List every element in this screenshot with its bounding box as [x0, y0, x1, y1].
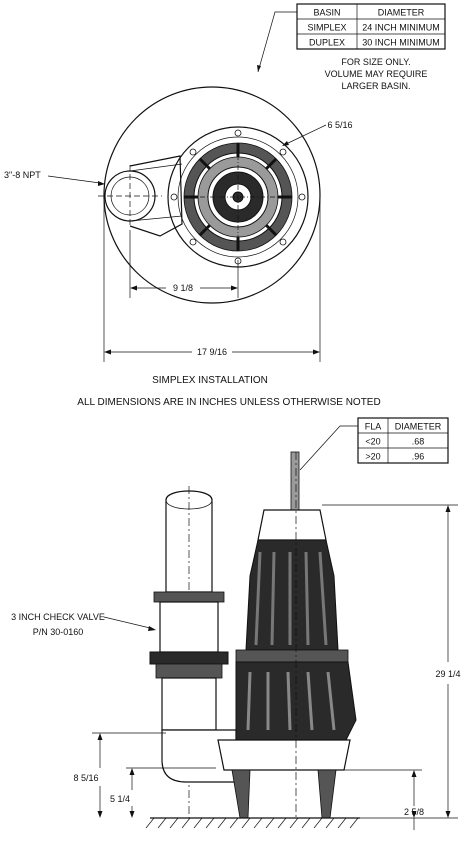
arrowhead [257, 65, 261, 72]
dim-center-distance: 9 1/8 [129, 230, 239, 298]
check-valve [149, 591, 229, 731]
discharge-elbow [161, 729, 237, 783]
fla-table-header-fla: FLA [365, 422, 382, 432]
basin-table-header-basin: BASIN [313, 8, 340, 18]
fla-table: FLA DIAMETER <20 .68 >20 .96 [357, 417, 449, 464]
dim-label: 5 1/4 [110, 794, 130, 804]
valve-leader-line [103, 616, 151, 629]
basin-note-line: VOLUME MAY REQUIRE [325, 69, 428, 79]
fla-table-cell: .96 [412, 452, 425, 462]
basin-leader-line [257, 11, 297, 73]
arrowhead [282, 141, 289, 146]
basin-table-header-diameter: DIAMETER [378, 8, 425, 18]
basin-size-note: FOR SIZE ONLY. VOLUME MAY REQUIRE LARGER… [325, 57, 428, 91]
units-note: ALL DIMENSIONS ARE IN INCHES UNLESS OTHE… [77, 397, 380, 408]
arrowhead [98, 181, 105, 186]
floor-hatch [145, 817, 360, 829]
basin-table-cell: 24 INCH MINIMUM [362, 23, 440, 33]
dim-inlet-height: 5 1/4 [110, 767, 216, 818]
installation-caption: SIMPLEX INSTALLATION [152, 375, 268, 386]
basin-table: BASIN DIAMETER SIMPLEX 24 INCH MINIMUM D… [296, 3, 446, 50]
basin-outline [103, 86, 321, 304]
dim-label: 29 1/4 [435, 669, 460, 679]
dim-overall-height: 29 1/4 [322, 504, 461, 819]
basin-note-line: FOR SIZE ONLY. [341, 57, 410, 67]
pipe-size-label: 3"-8 NPT [4, 170, 41, 180]
dim-leader-line [283, 124, 327, 146]
dim-label: 9 1/8 [173, 283, 193, 293]
discharge-elbow-outline [129, 155, 183, 237]
check-valve-part-number: P/N 30-0160 [33, 627, 84, 637]
dim-label: 17 9/16 [197, 347, 227, 357]
check-valve-label: 3 INCH CHECK VALVE [11, 612, 105, 622]
basin-table-cell: 30 INCH MINIMUM [362, 38, 440, 48]
dim-label: 2 5/8 [404, 807, 424, 817]
pump-body [217, 451, 357, 819]
dim-overall-width: 17 9/16 [103, 196, 321, 362]
fla-table-header-diameter: DIAMETER [395, 422, 442, 432]
pipe-leader-line [47, 175, 101, 184]
dim-discharge-height: 8 5/16 [73, 732, 166, 818]
pump-top [167, 126, 309, 268]
arrowhead [148, 626, 156, 631]
fla-table-cell: .68 [412, 437, 425, 447]
basin-note-line: LARGER BASIN. [341, 81, 410, 91]
cable-leader-line [299, 425, 358, 471]
fla-table-cell: <20 [365, 437, 380, 447]
basin-table-cell: SIMPLEX [307, 23, 346, 33]
dim-label: 8 5/16 [73, 773, 98, 783]
side-view [145, 451, 360, 829]
basin-table-cell: DUPLEX [309, 38, 345, 48]
fla-table-cell: >20 [365, 452, 380, 462]
top-view [98, 86, 321, 304]
dim-pump-diameter: 6 5/16 [327, 120, 352, 130]
dim-base-height: 2 5/8 [344, 769, 424, 830]
